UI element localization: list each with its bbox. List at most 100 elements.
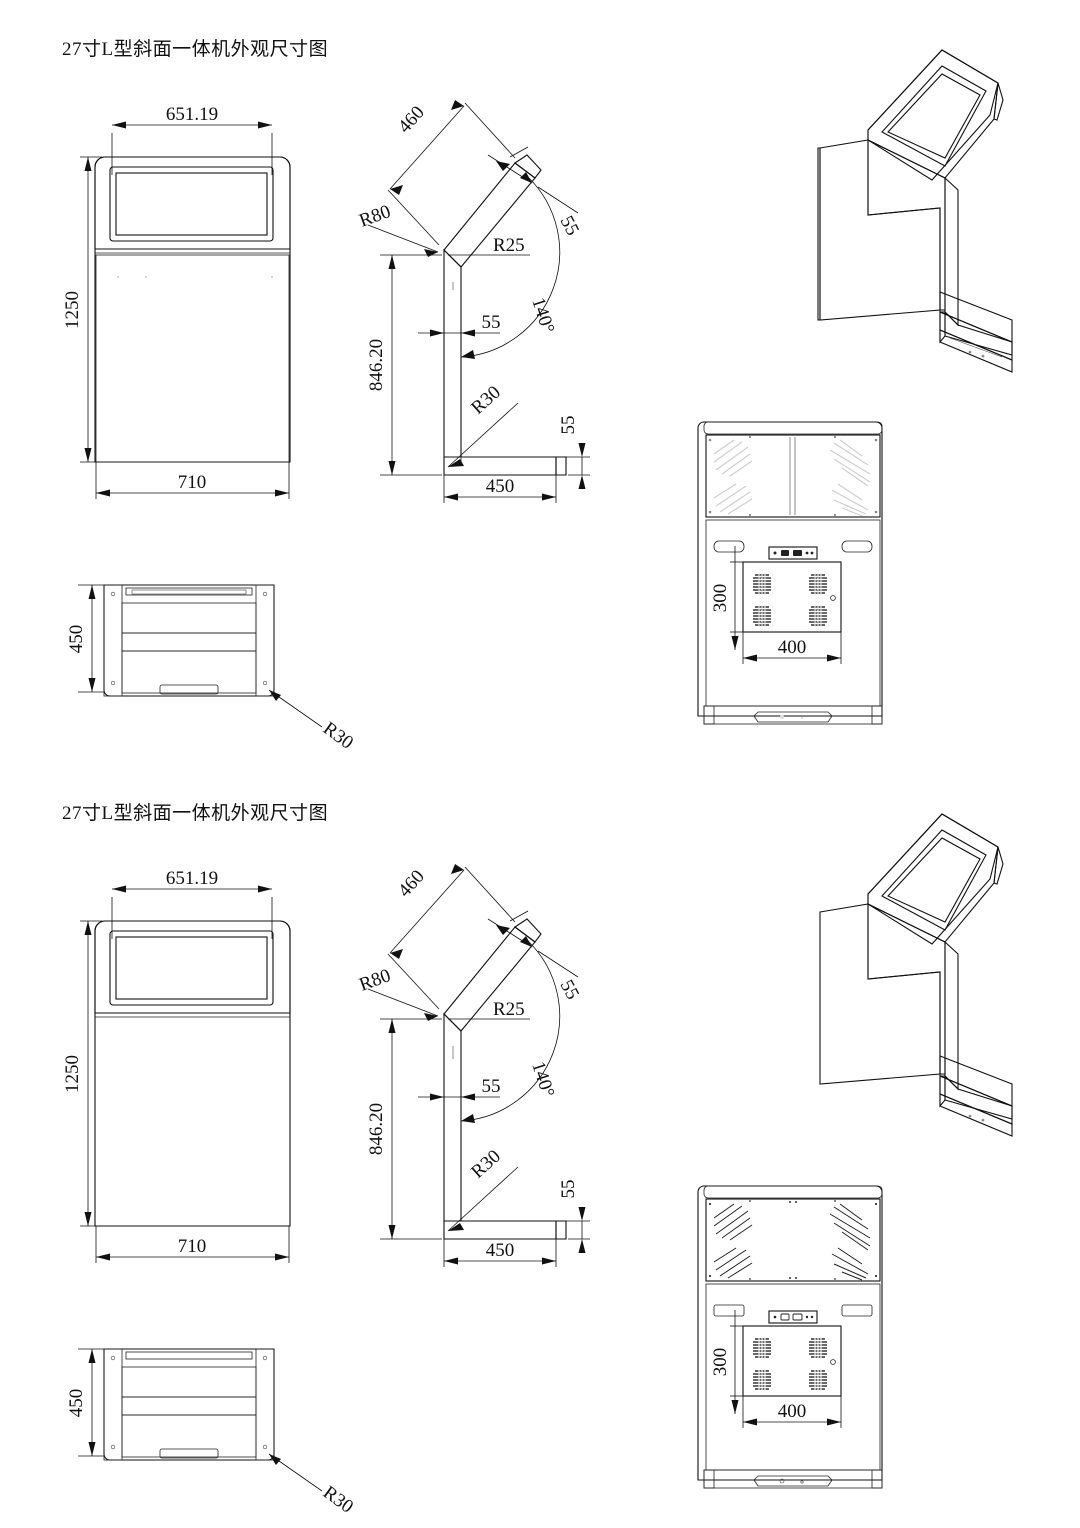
rear-vent-panel xyxy=(705,1198,881,1282)
top-band-1 xyxy=(121,602,257,634)
iso-head-outer xyxy=(867,813,999,943)
dim-460: 460 xyxy=(394,866,429,901)
screen-active-area xyxy=(115,172,268,236)
cabinet-lower-body xyxy=(95,254,290,463)
dim-55-base: 55 xyxy=(558,416,579,435)
cabinet-head xyxy=(94,920,291,1014)
rear-base-plate xyxy=(703,1469,883,1489)
vesa-fan-patterns xyxy=(753,1337,827,1391)
dim-651: 651.19 xyxy=(166,868,218,889)
dim-460: 460 xyxy=(394,102,429,137)
iso-head-edge xyxy=(993,846,1004,885)
rear-io-strip xyxy=(768,546,818,560)
side-view-outline: 460 R80 55 R25 140° xyxy=(357,849,630,1269)
rear-base-bracket xyxy=(753,1475,833,1487)
iso-bezel xyxy=(881,65,987,167)
vesa-fan-patterns xyxy=(753,573,827,627)
dim-400: 400 xyxy=(778,1401,807,1422)
top-band-2 xyxy=(121,1396,257,1416)
iso-base-inner xyxy=(939,1075,1013,1125)
dim-1250: 1250 xyxy=(62,291,83,329)
rear-top-rail xyxy=(703,421,883,435)
side-column xyxy=(443,1012,462,1222)
dim-651: 651.19 xyxy=(166,104,218,125)
iso-column-edge xyxy=(944,940,959,1091)
rear-top-rail xyxy=(703,1185,883,1199)
vesa-plate xyxy=(742,1325,842,1397)
vesa-pin-hole xyxy=(830,1359,836,1365)
iso-base-edge xyxy=(939,1093,1013,1137)
rear-view-outline: 300 400 xyxy=(690,1174,990,1514)
iso-view-shaded xyxy=(790,20,1080,410)
dim-1250: 1250 xyxy=(62,1055,83,1093)
rear-vent-slots xyxy=(713,1203,871,1281)
side-base-end xyxy=(555,456,567,476)
top-view-outline xyxy=(103,1348,275,1461)
cabinet-outline xyxy=(94,920,291,1227)
top-right-rail xyxy=(255,1348,275,1461)
dim-300: 300 xyxy=(710,584,731,613)
dim-55-column: 55 xyxy=(482,312,501,333)
dim-400: 400 xyxy=(778,637,807,658)
dim-55-top: 55 xyxy=(556,976,583,1003)
iso-screen xyxy=(887,837,981,923)
rear-left-tab xyxy=(713,1304,745,1317)
iso-screen xyxy=(887,73,981,159)
dim-710: 710 xyxy=(178,1236,207,1257)
iso-head-outer xyxy=(867,49,999,179)
iso-view-outline xyxy=(790,784,1080,1174)
rear-panel-screws xyxy=(708,435,878,517)
top-handle xyxy=(159,1448,219,1459)
cabinet-outline xyxy=(94,156,291,463)
top-slot xyxy=(125,1351,253,1360)
screen-bezel xyxy=(109,166,274,242)
top-band-3 xyxy=(121,650,257,694)
rear-lower-body xyxy=(705,1283,881,1471)
top-left-rail xyxy=(103,1348,123,1461)
block-title: 27寸L型斜面一体机外观尺寸图 xyxy=(62,803,329,824)
side-view-shaded: 460 R80 55 R25 140° xyxy=(357,85,630,505)
dim-r25: R25 xyxy=(493,235,525,256)
top-band-3 xyxy=(121,1414,257,1458)
dim-140deg: 140° xyxy=(527,295,558,336)
side-panel-cap xyxy=(514,918,542,943)
rear-view-shaded: 300 400 xyxy=(690,410,990,750)
rear-left-tab xyxy=(713,540,745,553)
block-title: 27寸L型斜面一体机外观尺寸图 xyxy=(62,39,329,60)
rear-vent-panel xyxy=(705,434,881,518)
drawing-block-outline: 27寸L型斜面一体机外观尺寸图 651.19 1250 xyxy=(0,764,1080,1528)
iso-column-edge xyxy=(944,176,959,327)
dim-846: 846.20 xyxy=(366,1103,387,1155)
vesa-pin-hole xyxy=(830,595,836,601)
cabinet-head xyxy=(94,156,291,250)
dim-r30-top: R30 xyxy=(319,1482,357,1518)
dim-55-top: 55 xyxy=(556,212,583,239)
dim-300: 300 xyxy=(710,1348,731,1377)
top-view-outline: 450 R30 xyxy=(50,1319,390,1518)
top-view-shaded: 450 xyxy=(50,555,390,754)
rear-panel-screws xyxy=(708,1200,878,1280)
top-slot xyxy=(125,587,253,596)
dim-r25: R25 xyxy=(493,999,525,1020)
drawing-block-shaded: 27寸L型斜面一体机外观尺寸图 651.19 xyxy=(50,20,1080,754)
dim-r30-top: R30 xyxy=(319,718,357,754)
dim-450-side: 450 xyxy=(486,476,515,497)
rear-vent-slots xyxy=(713,439,871,517)
side-base-end xyxy=(555,1220,567,1240)
screen-active-area xyxy=(115,936,268,1000)
top-band-2 xyxy=(121,632,257,652)
rear-base-plate xyxy=(703,705,883,725)
iso-base-edge xyxy=(939,329,1013,373)
side-panel-cap xyxy=(514,154,542,179)
screen-bezel xyxy=(109,930,274,1006)
dim-450-top: 450 xyxy=(66,625,87,654)
dim-140deg: 140° xyxy=(527,1059,558,1100)
rear-right-tab xyxy=(841,540,873,553)
rear-base-bracket xyxy=(753,711,833,723)
top-view-outline xyxy=(103,584,275,697)
dim-55-column: 55 xyxy=(482,1076,501,1097)
top-band-1 xyxy=(121,1366,257,1398)
rear-right-tab xyxy=(841,1304,873,1317)
iso-base-inner xyxy=(939,311,1013,361)
